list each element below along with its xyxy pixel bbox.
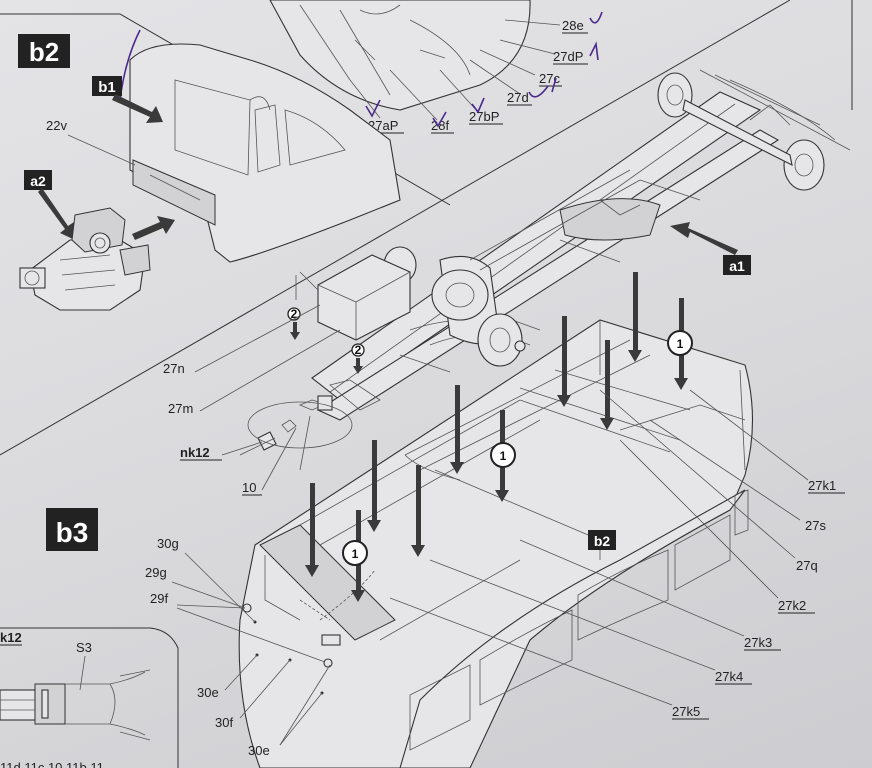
label-27q: 27q <box>796 558 818 573</box>
step-label-b3: b3 <box>56 517 89 548</box>
label-nk12: nk12 <box>180 445 210 460</box>
label-27k3: 27k3 <box>744 635 772 650</box>
chassis-part: a1 2 2 <box>239 69 851 471</box>
label-27k5: 27k5 <box>672 704 700 719</box>
arrow-a1 <box>670 222 738 255</box>
marker-2b: 2 <box>355 343 362 357</box>
label-27k4: 27k4 <box>715 669 743 684</box>
label-30f: 30f <box>215 715 233 730</box>
inset-bottom-labels: 11d 11c 10 11b 11 <box>0 760 104 768</box>
label-30e-b: 30e <box>248 743 270 758</box>
step-b2-panel: b2 b1 a2 <box>18 34 401 311</box>
marker-1b: 1 <box>500 449 507 463</box>
label-30g: 30g <box>157 536 179 551</box>
label-30e-a: 30e <box>197 685 219 700</box>
step-badge-b2 <box>18 34 70 68</box>
arrow-a2 <box>38 188 75 240</box>
label-27n: 27n <box>163 361 185 376</box>
main-callouts: 27n 27m nk12 10 <box>163 304 341 496</box>
label-27m: 27m <box>168 401 193 416</box>
rear-wheel-right <box>477 313 523 367</box>
marker-1a: 1 <box>677 337 684 351</box>
label-10: 10 <box>242 480 256 495</box>
step-label-b2: b2 <box>29 37 59 67</box>
label-27k1: 27k1 <box>808 478 836 493</box>
top-callouts: 28e 27dP 27c 27d 27aP 28f 27bP 22v <box>46 18 588 134</box>
step-label-b1: b1 <box>98 79 116 96</box>
step-b3-panel: b3 30g 29g 29f 30e 30f 30e <box>46 508 331 758</box>
arrow-engine-insert <box>132 216 175 240</box>
step-badge-a2 <box>24 170 52 190</box>
previous-step-fragment <box>269 0 561 121</box>
label-27dP: 27dP <box>553 49 583 64</box>
label-29g: 29g <box>145 565 167 580</box>
step-badge-b1 <box>92 76 122 96</box>
step-badge-a1 <box>723 255 751 275</box>
step-label-a1: a1 <box>729 258 745 274</box>
step-label-b2-body: b2 <box>594 533 611 549</box>
engine-part <box>19 207 151 311</box>
marker-1c: 1 <box>352 547 359 561</box>
arrow-b1 <box>112 94 163 123</box>
step-label-a2: a2 <box>30 173 46 189</box>
right-callouts: 27k1 27s 27q 27k2 27k3 27k4 27k5 <box>389 389 845 720</box>
label-28e: 28e <box>562 18 584 33</box>
step-badge-b3 <box>46 508 98 551</box>
label-27s: 27s <box>805 518 826 533</box>
marker-2a: 2 <box>291 307 298 321</box>
inset-k12: k12 S3 11d 11c 10 11b 11 <box>0 630 151 768</box>
label-27c: 27c <box>539 71 560 86</box>
front-wheel-right <box>783 139 825 191</box>
inset-title: k12 <box>0 630 22 645</box>
step-badge-b2-body <box>588 530 616 550</box>
label-27d: 27d <box>507 90 529 105</box>
label-22v: 22v <box>46 118 67 133</box>
label-29f: 29f <box>150 591 168 606</box>
label-27bP: 27bP <box>469 109 499 124</box>
inset-label-s3: S3 <box>76 640 92 655</box>
bus-body-part: b2 1 1 1 <box>238 272 753 768</box>
label-27k2: 27k2 <box>778 598 806 613</box>
